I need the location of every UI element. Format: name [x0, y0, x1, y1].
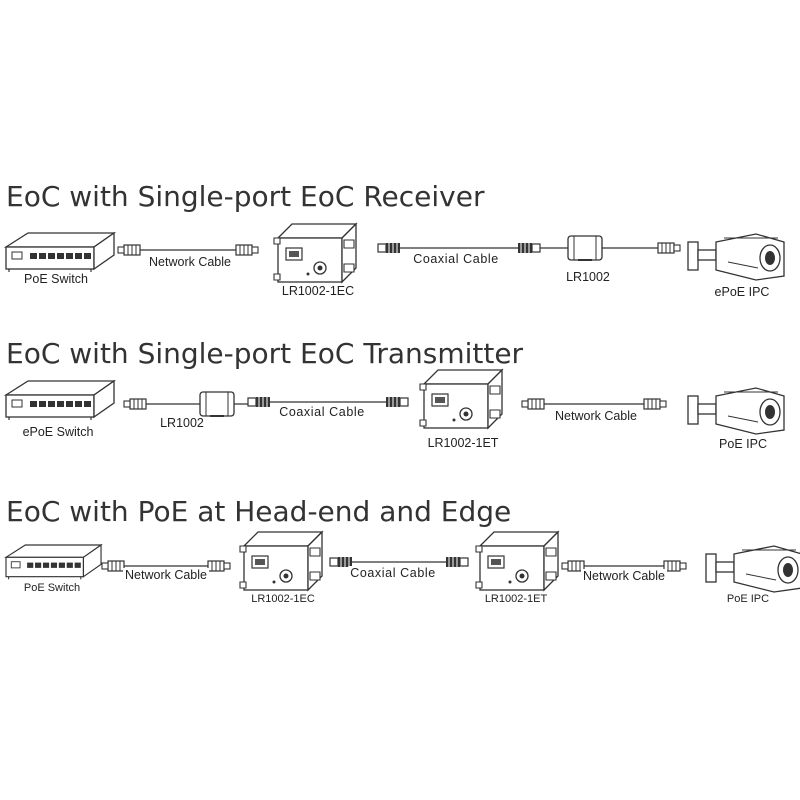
- rj45-plug-icon: [521, 398, 545, 410]
- section-2-title: EoC with Single-port EoC Transmitter: [6, 337, 524, 370]
- network-cable-label: Network Cable: [553, 409, 639, 423]
- coaxial-cable-label: Coaxial Cable: [411, 252, 501, 266]
- converter-label: LR1002-1ET: [484, 593, 548, 605]
- eoc-transmitter-icon: [475, 531, 559, 591]
- poe-switch-icon: [5, 232, 115, 273]
- adapter-label: LR1002: [160, 416, 204, 430]
- bnc-connector-icon: [445, 556, 469, 568]
- section-1-title: EoC with Single-port EoC Receiver: [6, 180, 485, 213]
- rj45-plug-icon: [663, 560, 687, 572]
- rj45-plug-icon: [123, 398, 147, 410]
- rj45-plug-icon: [235, 244, 259, 256]
- eoc-transmitter-icon: [419, 369, 503, 429]
- section-head-end-edge: [5, 531, 800, 593]
- eoc-receiver-icon: [273, 223, 357, 283]
- switch-label: PoE Switch: [24, 272, 88, 286]
- rj45-plug-icon: [207, 560, 231, 572]
- switch-label: ePoE Switch: [22, 425, 94, 439]
- coaxial-cable-label: Coaxial Cable: [348, 566, 438, 580]
- bnc-connector-icon: [377, 242, 401, 254]
- epoe-switch-icon: [5, 380, 115, 421]
- lr1002-adapter-icon: [199, 391, 235, 417]
- camera-label: PoE IPC: [726, 593, 770, 605]
- rj45-plug-icon: [657, 242, 681, 254]
- converter-label: LR1002-1EC: [281, 284, 355, 298]
- bnc-connector-icon: [247, 396, 271, 408]
- bnc-connector-icon: [385, 396, 409, 408]
- bnc-connector-icon: [517, 242, 541, 254]
- rj45-plug-icon: [643, 398, 667, 410]
- adapter-label: LR1002: [566, 270, 610, 284]
- eoc-receiver-icon: [239, 531, 323, 591]
- rj45-plug-icon: [117, 244, 141, 256]
- poe-switch-icon: [5, 544, 102, 580]
- coaxial-cable-label: Coaxial Cable: [277, 405, 367, 419]
- converter-label: LR1002-1EC: [251, 593, 315, 605]
- rj45-plug-icon: [101, 560, 125, 572]
- camera-icon: [705, 545, 800, 593]
- converter-label: LR1002-1ET: [427, 436, 499, 450]
- camera-label: ePoE IPC: [714, 285, 770, 299]
- camera-icon: [687, 387, 785, 435]
- network-cable-label: Network Cable: [123, 568, 209, 582]
- section-3-title: EoC with PoE at Head-end and Edge: [6, 495, 512, 528]
- network-cable-label: Network Cable: [147, 255, 233, 269]
- camera-label: PoE IPC: [719, 437, 767, 451]
- section-receiver: [5, 223, 785, 283]
- lr1002-adapter-icon: [567, 235, 603, 261]
- section-transmitter: [5, 369, 785, 435]
- network-cable-label: Network Cable: [581, 569, 667, 583]
- switch-label: PoE Switch: [23, 582, 81, 594]
- camera-icon: [687, 233, 785, 281]
